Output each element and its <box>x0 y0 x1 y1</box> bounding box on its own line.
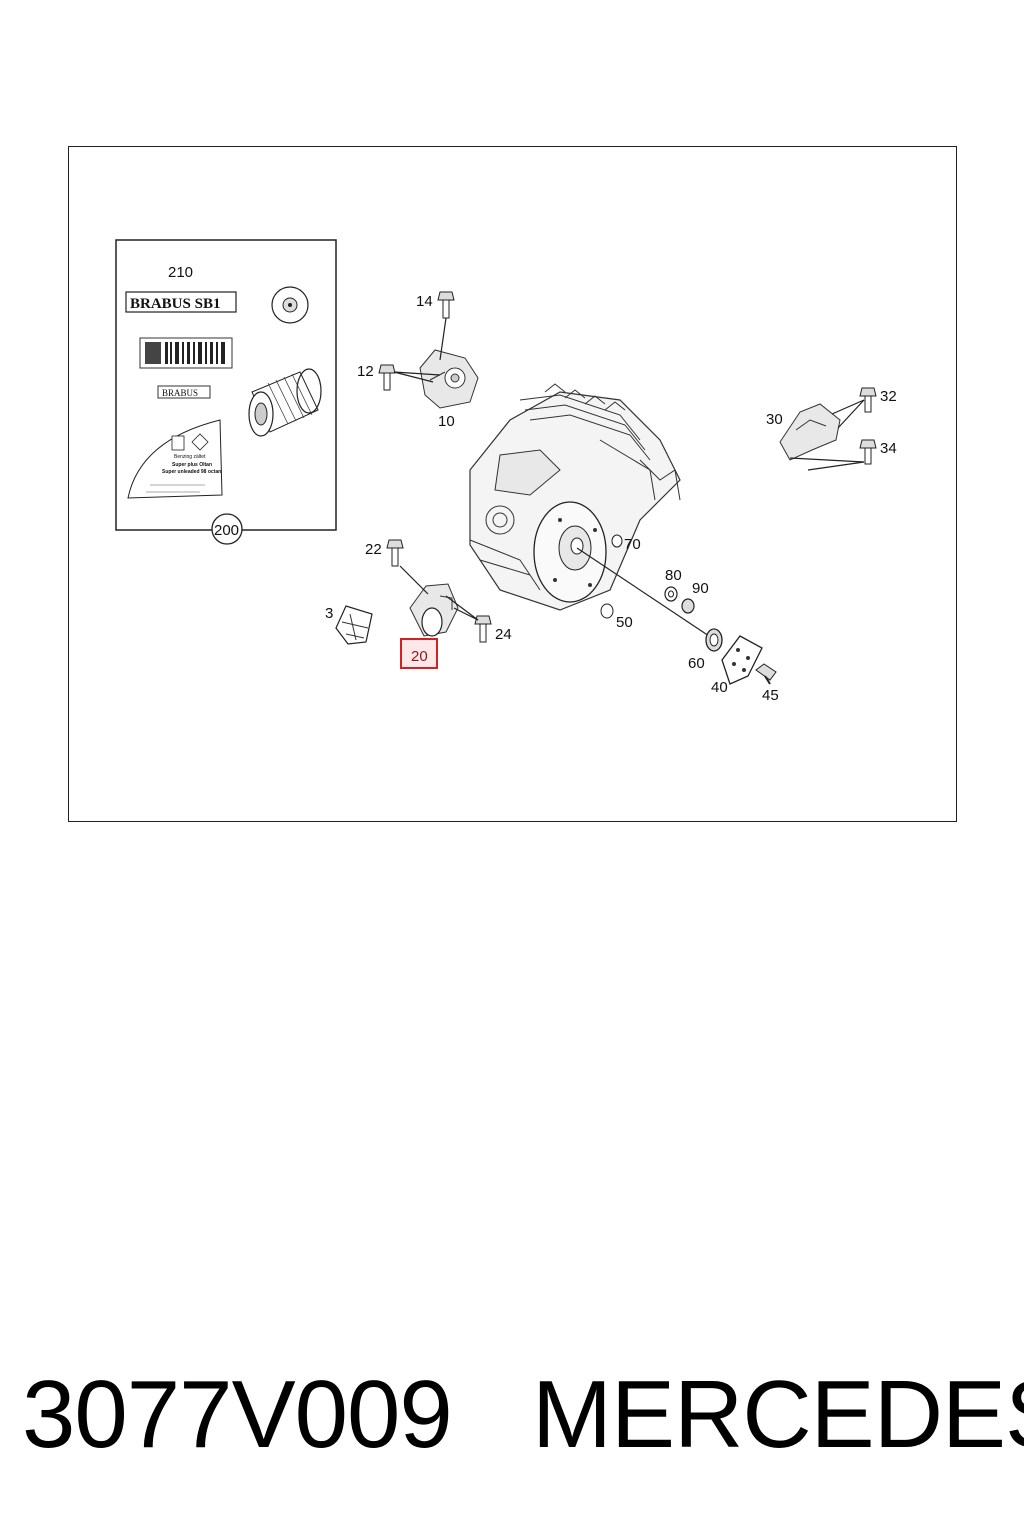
barcode-sticker <box>139 337 233 369</box>
engine-mount-20 <box>409 583 459 637</box>
brand-name: MERCEDES <box>532 1361 1024 1468</box>
kit-box: 210 BRABUS SB1 BRABUS <box>115 239 337 545</box>
washer-80-icon <box>664 586 678 602</box>
small-badge <box>157 385 211 399</box>
brabus-sb1-text: BRABUS SB1 <box>130 296 220 312</box>
label-70: 70 <box>624 536 641 553</box>
pulley-60-icon <box>705 628 723 652</box>
label-20: 20 <box>411 648 428 665</box>
label-80: 80 <box>665 567 682 584</box>
label-12: 12 <box>357 363 374 380</box>
disk-icon <box>271 286 309 324</box>
bolt-24-icon <box>474 615 492 643</box>
label-90: 90 <box>692 580 709 597</box>
label-3: 3 <box>325 605 333 622</box>
footer: 3077V009 MERCEDES <box>0 1360 1024 1470</box>
label-24: 24 <box>495 626 512 643</box>
label-45: 45 <box>762 687 779 704</box>
bolt-34-icon <box>859 439 877 465</box>
label-50: 50 <box>616 614 633 631</box>
fuel-sticker: Benzing zältet Super plus Oltan Super un… <box>127 419 223 499</box>
plate-40-icon <box>721 635 763 685</box>
nut-90-icon <box>681 598 695 614</box>
label-210: 210 <box>168 264 193 281</box>
bolt-45-icon <box>755 663 777 685</box>
svg-text:Super unleaded 98 octan: Super unleaded 98 octan <box>162 469 221 475</box>
label-22: 22 <box>365 541 382 558</box>
label-34: 34 <box>880 440 897 457</box>
callout-200 <box>211 513 243 545</box>
label-10: 10 <box>438 413 455 430</box>
label-14: 14 <box>416 293 433 310</box>
bolt-32-icon <box>859 387 877 413</box>
svg-text:Super plus Oltan: Super plus Oltan <box>172 462 212 468</box>
plug-70-icon <box>611 534 623 548</box>
bolt-14-icon <box>437 291 455 319</box>
bolt-22-icon <box>386 539 404 567</box>
oil-filter-icon <box>248 368 322 437</box>
parts-diagram: 210 BRABUS SB1 BRABUS <box>115 239 897 704</box>
svg-text:Benzing zältet: Benzing zältet <box>174 454 206 460</box>
label-60: 60 <box>688 655 705 672</box>
small-badge-text: BRABUS <box>162 388 198 398</box>
part-code: 3077V009 <box>22 1361 453 1468</box>
bracket-30 <box>779 403 841 461</box>
brabus-sb1-plate <box>125 291 237 313</box>
engine-assembly <box>469 383 681 611</box>
label-40: 40 <box>711 679 728 696</box>
label-200: 200 <box>214 522 239 539</box>
highlight-box-20[interactable] <box>400 638 438 669</box>
label-30: 30 <box>766 411 783 428</box>
bolt-12-icon <box>378 364 396 391</box>
label-32: 32 <box>880 388 897 405</box>
engine-mount-10: 10 14 12 <box>357 291 479 430</box>
bracket-3-icon <box>335 605 373 645</box>
plug-50-icon <box>600 603 614 619</box>
